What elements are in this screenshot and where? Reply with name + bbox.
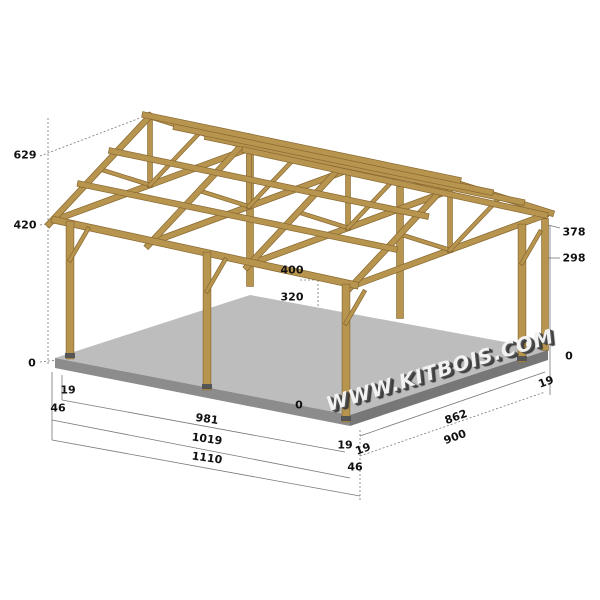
- front-posts: [65, 220, 544, 423]
- dim-height-mid-top: 400: [280, 263, 304, 277]
- purlin: [77, 181, 398, 252]
- truss-strut: [100, 168, 152, 187]
- truss-strut: [298, 211, 350, 230]
- dim-height-left-eave: 420: [13, 218, 37, 232]
- dimension-line: [359, 391, 546, 457]
- truss-rafter: [345, 177, 454, 293]
- truss-strut: [199, 189, 251, 209]
- dim-front-corner-inset-a: 19: [337, 438, 353, 452]
- post-base: [202, 384, 212, 389]
- post-base: [65, 353, 75, 358]
- knee-brace: [204, 257, 228, 294]
- dimension-line: [359, 371, 546, 437]
- dim-height-right-eave: 298: [562, 251, 586, 265]
- truss-rafter: [243, 155, 352, 271]
- dimension-line: [51, 439, 361, 497]
- truss-rafter: [144, 133, 253, 249]
- truss-strut: [400, 233, 452, 252]
- knee-brace: [67, 226, 91, 263]
- dim-left-inset-large: 46: [50, 401, 66, 415]
- concrete-slab: [55, 295, 548, 426]
- slab-front-edge: [55, 358, 350, 426]
- post-base: [517, 356, 527, 361]
- dimension-line: [61, 399, 346, 453]
- dim-left-inset-small: 19: [60, 383, 76, 397]
- purlin: [204, 134, 525, 206]
- post-base: [341, 416, 351, 421]
- back-eave-beam: [242, 147, 548, 218]
- dimension-line: [39, 359, 59, 363]
- dim-height-right-zero: 0: [565, 349, 573, 363]
- slab-right-edge: [350, 350, 548, 426]
- slab-top: [55, 295, 548, 415]
- ridge-beam: [142, 112, 461, 183]
- purlin: [108, 148, 429, 219]
- dim-height-right-top: 378: [562, 225, 586, 239]
- dimension-line: [51, 419, 351, 479]
- truss-rafter: [45, 112, 154, 228]
- truss-strut: [447, 197, 500, 253]
- knee-brace: [343, 289, 367, 326]
- knee-brace: [519, 229, 543, 266]
- dim-height-left-top: 629: [13, 148, 37, 162]
- dim-height-mid-zero: 0: [295, 398, 303, 412]
- dim-height-left-zero: 0: [28, 356, 36, 370]
- roof-frame: [44, 111, 556, 294]
- dim-front-corner-inset-c: 46: [347, 460, 363, 474]
- purlin: [173, 124, 494, 196]
- dim-height-mid-eave: 320: [280, 290, 304, 304]
- dimension-line: [39, 117, 141, 157]
- truss-strut: [147, 132, 200, 188]
- dimension-line: [547, 224, 561, 229]
